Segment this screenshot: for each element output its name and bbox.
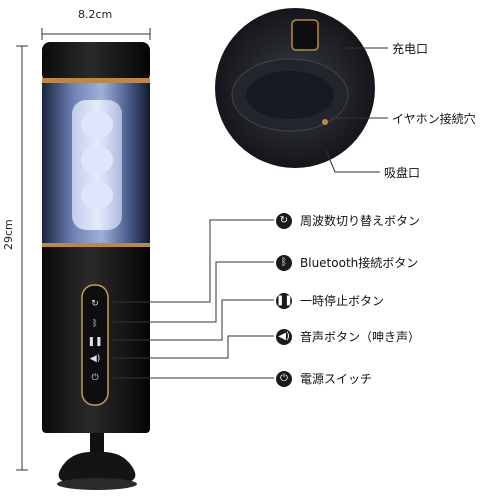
speaker-icon: ◀) bbox=[276, 328, 292, 345]
cycle-icon: ↻ bbox=[276, 212, 292, 229]
callout-frequency: ↻ 周波数切り替えボタン bbox=[276, 212, 420, 229]
svg-text:◀): ◀) bbox=[90, 354, 100, 364]
svg-text:❚❚: ❚❚ bbox=[87, 337, 102, 347]
suction-cup-label: 吸盘口 bbox=[384, 166, 421, 180]
panel-buttons: ↻ ᛒ ❚❚ ◀) ⏻ bbox=[87, 299, 102, 383]
height-label: 29cm bbox=[2, 219, 15, 250]
width-label: 8.2cm bbox=[78, 8, 113, 21]
svg-text:⏻: ⏻ bbox=[91, 372, 98, 383]
suction-base bbox=[57, 433, 137, 490]
callout-sound: ◀) 音声ボタン（呻き声） bbox=[276, 328, 420, 345]
svg-text:↻: ↻ bbox=[91, 299, 99, 309]
callout-power: ⏻ 電源スイッチ bbox=[276, 370, 372, 387]
callout-pause: ❚❚ 一時停止ボタン bbox=[276, 292, 384, 309]
callout-bluetooth: ᛒ Bluetooth接続ボタン bbox=[276, 254, 418, 271]
charging-port-label: 充电口 bbox=[392, 42, 429, 56]
pause-icon: ❚❚ bbox=[276, 292, 293, 309]
pause-button-label: 一時停止ボタン bbox=[300, 294, 385, 308]
svg-text:ᛒ: ᛒ bbox=[92, 318, 97, 329]
sound-button-label: 音声ボタン（呻き声） bbox=[300, 330, 421, 344]
button-callouts bbox=[112, 219, 274, 379]
bluetooth-button-label: Bluetooth接続ボタン bbox=[300, 256, 419, 270]
detail-inset bbox=[215, 8, 375, 168]
bluetooth-icon: ᛒ bbox=[276, 254, 292, 271]
height-dimension bbox=[16, 45, 28, 471]
power-switch-label: 電源スイッチ bbox=[300, 372, 373, 386]
frequency-button-label: 周波数切り替えボタン bbox=[300, 214, 421, 228]
earphone-jack-label: イヤホン接続穴 bbox=[392, 112, 476, 126]
detail-callouts bbox=[325, 47, 388, 173]
device-body bbox=[42, 42, 150, 433]
power-icon: ⏻ bbox=[276, 370, 292, 387]
width-dimension bbox=[41, 28, 151, 40]
